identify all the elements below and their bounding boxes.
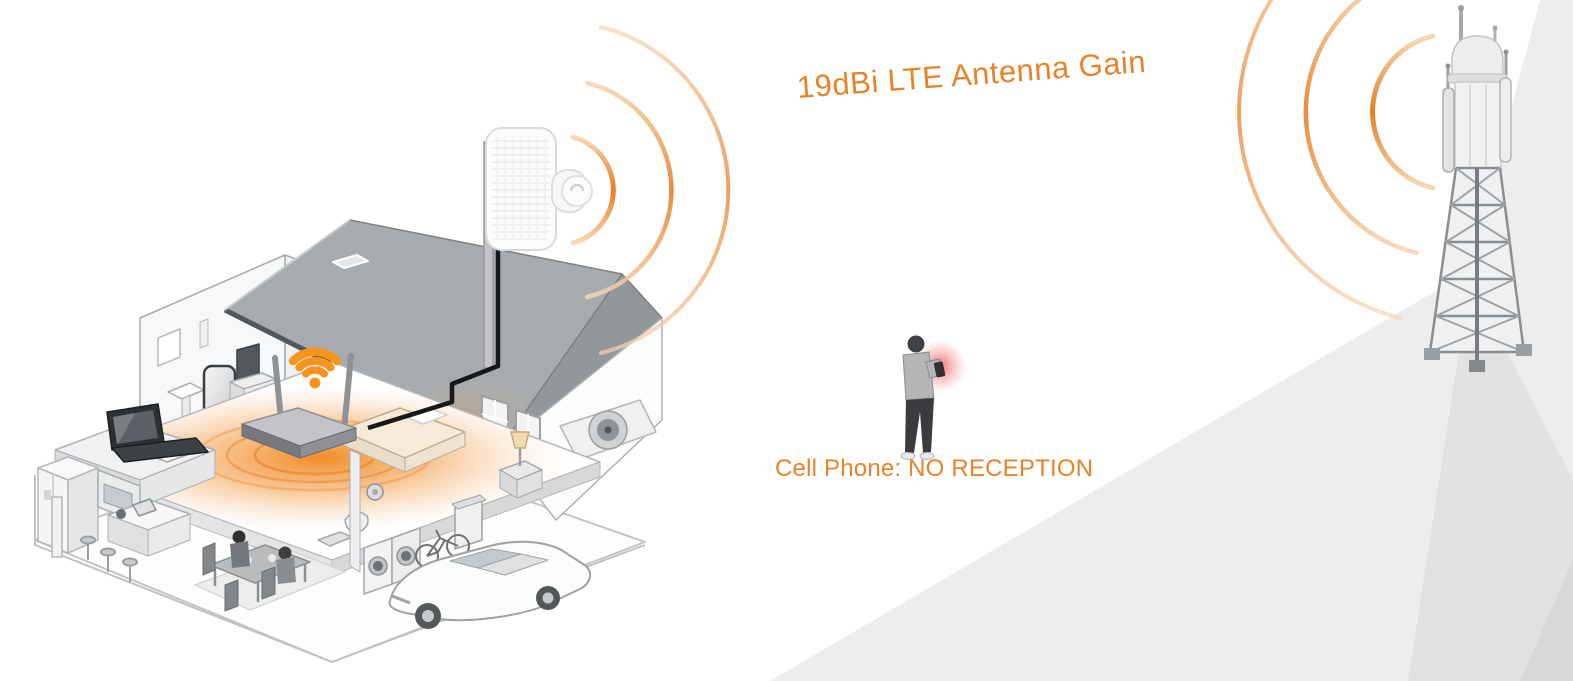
wifi-router: [241, 353, 357, 459]
person-head: [907, 335, 925, 353]
garage-wall: [349, 449, 361, 573]
dining-room: [194, 530, 346, 612]
caption-text: Cell Phone: NO RECEPTION: [775, 455, 1094, 482]
kitchen-laptop: [106, 403, 209, 463]
cell-tower: [1424, 5, 1532, 372]
bathroom-mirror: [157, 328, 181, 367]
hillside: [770, 0, 1573, 681]
person-with-phone: [900, 335, 966, 460]
trash-bin: [451, 494, 487, 550]
small-laptop: [132, 498, 157, 517]
chairs: [202, 542, 276, 612]
garage-car: [388, 540, 592, 629]
kitchen: [37, 403, 225, 582]
garage: [349, 449, 592, 629]
stools: [80, 535, 138, 582]
bathroom-towel: [199, 318, 209, 349]
kitchen-island: [80, 498, 191, 582]
lte-antenna: [367, 127, 593, 431]
house-cutaway: [34, 219, 663, 663]
column: [51, 496, 63, 558]
person-sitting-1: [230, 530, 250, 568]
skylight: [332, 254, 369, 269]
person-sitting-2: [276, 546, 296, 584]
nightstand-lamp: [499, 431, 543, 499]
bowl: [116, 509, 126, 519]
antenna-signal-arcs-icon: [570, 25, 731, 355]
antenna-cable: [367, 246, 501, 431]
wifi-signal-icon: [288, 347, 342, 389]
tower-signal-arcs-icon: [1237, 0, 1436, 320]
cell-phone: [934, 361, 946, 378]
